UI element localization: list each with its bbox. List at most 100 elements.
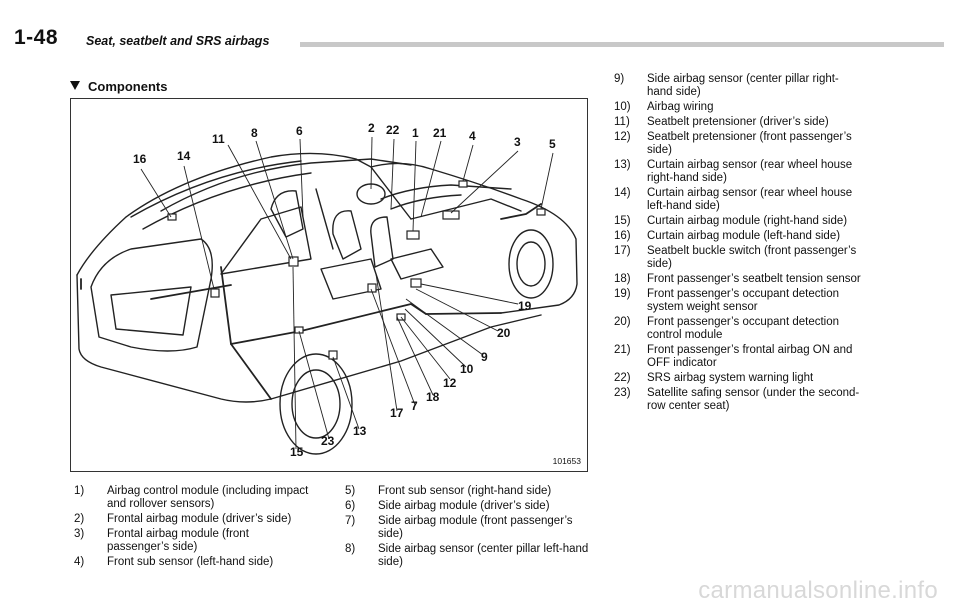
item-number: 15) — [614, 215, 631, 227]
item-number: 9) — [614, 73, 625, 85]
list-item: 17) Seatbelt buckle switch (front passeng… — [614, 245, 862, 271]
item-text: Seatbelt buckle switch (front passenger’… — [647, 245, 857, 270]
item-number: 6) — [345, 500, 356, 512]
callout-2: 2 — [368, 121, 375, 135]
page-header: 1-48 Seat, seatbelt and SRS airbags — [14, 26, 944, 56]
callout-8: 8 — [251, 126, 258, 140]
item-number: 16) — [614, 230, 631, 242]
page-number: 1-48 — [14, 26, 59, 49]
item-number: 13) — [614, 159, 631, 171]
item-number: 20) — [614, 316, 631, 328]
header-rule — [300, 42, 944, 47]
item-text: Side airbag module (driver’s side) — [378, 500, 550, 512]
callout-16: 16 — [133, 152, 147, 166]
callout-18: 18 — [426, 390, 440, 404]
item-number: 17) — [614, 245, 631, 257]
item-number: 8) — [345, 543, 356, 555]
item-text: Front sub sensor (left-hand side) — [107, 556, 274, 568]
item-text: Satellite safing sensor (under the secon… — [647, 387, 860, 412]
item-text: Seatbelt pretensioner (front passenger’s… — [647, 131, 852, 156]
list-item: 23) Satellite safing sensor (under the se… — [614, 387, 862, 413]
item-number: 14) — [614, 187, 631, 199]
callout-13: 13 — [353, 424, 367, 438]
item-text: Front sub sensor (right-hand side) — [378, 485, 552, 497]
item-number: 19) — [614, 288, 631, 300]
item-text: Front passenger’s occupant detection sys… — [647, 288, 840, 313]
item-text: Front passenger’s seatbelt tension senso… — [647, 273, 861, 285]
item-text: Curtain airbag sensor (rear wheel house … — [647, 187, 853, 212]
list-item: 14) Curtain airbag sensor (rear wheel hou… — [614, 187, 862, 213]
item-number: 12) — [614, 131, 631, 143]
figure-id: 101653 — [552, 456, 581, 466]
list-item: 22) SRS airbag system warning light — [614, 372, 862, 385]
section-title: Components — [88, 79, 168, 94]
callout-6: 6 — [296, 124, 303, 138]
list-item: 16) Curtain airbag module (left-hand side… — [614, 230, 862, 243]
list-item: 18) Front passenger’s seatbelt tension se… — [614, 273, 862, 286]
list-item: 12) Seatbelt pretensioner (front passenge… — [614, 131, 862, 157]
item-number: 2) — [74, 513, 85, 525]
callout-5: 5 — [549, 137, 556, 151]
item-number: 11) — [614, 116, 630, 128]
callout-19: 19 — [518, 299, 532, 313]
car-illustration: 16 14 11 8 6 2 22 1 21 4 3 5 19 20 9 10 … — [76, 121, 578, 459]
callout-14: 14 — [177, 149, 191, 163]
item-text: Frontal airbag module (front passenger’s… — [107, 528, 249, 553]
list-item: 10) Airbag wiring — [614, 101, 862, 114]
item-number: 18) — [614, 273, 631, 285]
item-text: SRS airbag system warning light — [647, 372, 814, 384]
components-list-col3: 9) Side airbag sensor (center pillar righ… — [614, 73, 862, 415]
callout-17: 17 — [390, 406, 404, 420]
item-number: 10) — [614, 101, 631, 113]
callout-1: 1 — [412, 126, 419, 140]
components-figure: 16 14 11 8 6 2 22 1 21 4 3 5 19 20 9 10 … — [70, 98, 588, 472]
callout-4: 4 — [469, 129, 476, 143]
item-text: Curtain airbag module (right-hand side) — [647, 215, 848, 227]
item-number: 1) — [74, 485, 85, 497]
callout-20: 20 — [497, 326, 511, 340]
item-number: 23) — [614, 387, 631, 399]
item-number: 21) — [614, 344, 631, 356]
triangle-bullet-icon — [70, 81, 80, 90]
list-item: 15) Curtain airbag module (right-hand sid… — [614, 215, 862, 228]
list-item: 19) Front passenger’s occupant detection … — [614, 288, 862, 314]
list-item: 7) Side airbag module (front passenger’s … — [345, 515, 593, 541]
list-item: 11) Seatbelt pretensioner (driver’s side) — [614, 116, 862, 129]
list-item: 5) Front sub sensor (right-hand side) — [345, 485, 593, 498]
callout-10: 10 — [460, 362, 474, 376]
components-list-col2: 5) Front sub sensor (right-hand side) 6) S… — [345, 485, 593, 571]
watermark[interactable]: carmanualsonline.info — [698, 577, 938, 604]
item-number: 4) — [74, 556, 85, 568]
item-number: 7) — [345, 515, 356, 527]
item-number: 5) — [345, 485, 356, 497]
section-heading: Components — [70, 79, 167, 94]
item-text: Airbag control module (including impact … — [107, 485, 309, 510]
item-text: Side airbag module (front passenger’s si… — [378, 515, 573, 540]
item-text: Curtain airbag module (left-hand side) — [647, 230, 841, 242]
list-item: 4) Front sub sensor (left-hand side) — [74, 556, 310, 569]
callout-3: 3 — [514, 135, 521, 149]
item-text: Seatbelt pretensioner (driver’s side) — [647, 116, 829, 128]
item-number: 3) — [74, 528, 85, 540]
item-number: 22) — [614, 372, 631, 384]
callout-11: 11 — [212, 132, 225, 146]
callout-12: 12 — [443, 376, 457, 390]
callout-9: 9 — [481, 350, 488, 364]
callout-22: 22 — [386, 123, 400, 137]
item-text: Front passenger’s frontal airbag ON and … — [647, 344, 853, 369]
list-item: 3) Frontal airbag module (front passenger… — [74, 528, 310, 554]
chapter-title: Seat, seatbelt and SRS airbags — [86, 34, 270, 48]
list-item: 9) Side airbag sensor (center pillar righ… — [614, 73, 862, 99]
item-text: Airbag wiring — [647, 101, 714, 113]
callout-15: 15 — [290, 445, 304, 459]
list-item: 1) Airbag control module (including impac… — [74, 485, 310, 511]
list-item: 20) Front passenger’s occupant detection … — [614, 316, 862, 342]
list-item: 2)Frontal airbag module (driver’s side) — [74, 513, 310, 526]
item-text: Side airbag sensor (center pillar left-h… — [378, 543, 589, 568]
list-item: 21) Front passenger’s frontal airbag ON a… — [614, 344, 862, 370]
item-text: Side airbag sensor (center pillar right-… — [647, 73, 839, 98]
callout-23: 23 — [321, 434, 335, 448]
list-item: 6) Side airbag module (driver’s side) — [345, 500, 593, 513]
item-text: Front passenger’s occupant detection con… — [647, 316, 840, 341]
components-list-col1: 1) Airbag control module (including impac… — [74, 485, 310, 571]
